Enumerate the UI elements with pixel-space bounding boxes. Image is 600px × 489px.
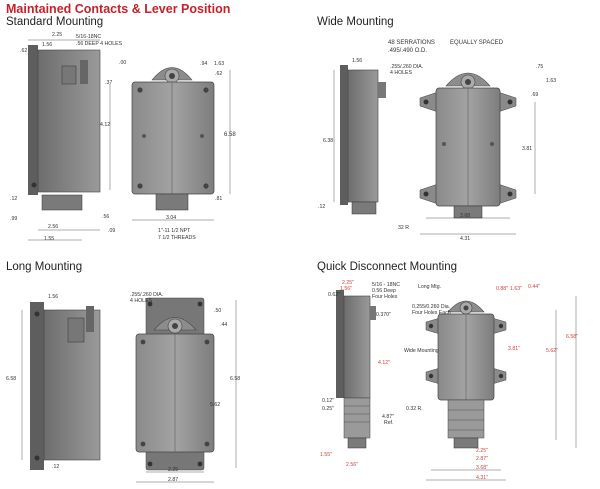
dim-long-5-62: 5.62 [210,402,220,408]
dim-std-81: .81 [215,196,222,202]
section-title-standard: Standard Mounting [6,16,104,28]
wide-annotations: 48 SERRATIONS .495/.490 O.D. EQUALLY SPA… [318,40,556,242]
note-wide-serrations: 48 SERRATIONS [388,40,435,46]
note-quick-wide: Wide Mounting [404,348,439,354]
dim-quick-3-68: 3.68" [476,465,488,471]
note-quick-ref: Ref. [384,420,394,426]
dim-std-6-58: 6.58 [224,132,236,138]
dim-long-6-58b: 6.58 [230,376,240,382]
dim-wide-69: .69 [531,92,538,98]
dim-quick-2-25b: 2.25" [476,448,488,454]
note-quick-long: Long Mtg. [418,284,441,290]
dim-std-62: .62 [20,48,27,54]
note-std-thread: 5/16-18NC [76,34,101,40]
dim-long-1-56: 1.56 [48,294,58,300]
dim-std-12: .12 [10,196,17,202]
note-wide-holes: 4 HOLES [390,70,412,76]
dim-std-1-56: 1.56 [42,42,52,48]
dim-long-2-87: 2.87 [168,477,178,483]
dim-quick-6-58: 6.58" [566,334,578,340]
dim-quick-2-56: 2.56" [346,462,358,468]
note-quick-holes: Four Holes [372,294,398,300]
dim-std-37: .37 [105,80,112,86]
long-front-view [135,297,215,471]
dim-wide-12: .12 [318,204,325,210]
quick-side-view [336,290,376,449]
standard-front-view [131,67,215,211]
dim-long-44: .44 [220,322,227,328]
dim-quick-5-62: 5.62" [546,348,558,354]
dim-wide-4-31: 4.31 [460,236,470,242]
dim-wide-1-63: 1.63 [546,78,556,84]
dim-std-4-12: 4.12 [100,122,110,128]
dim-quick-1-56: 1.56" [340,286,352,292]
long-annotations: .255/.260 DIA. 4 HOLES 1.56 6.58 6.58 .5… [6,292,240,483]
dim-std-09: .09 [108,228,115,234]
dim-std-56: .56 [102,214,109,220]
dim-long-50: .50 [214,308,221,314]
dim-quick-4-87: 4.87" [382,414,394,420]
dim-std-1-55: 1.55 [44,236,54,242]
long-side-view [30,302,101,470]
dim-wide-6-38: 6.38 [323,138,333,144]
section-title-quick: Quick Disconnect Mounting [317,261,457,273]
dim-std-94: .94 [200,61,207,67]
dim-quick-2-87: 2.87" [476,456,488,462]
dim-quick-25: 0.25" [322,406,334,412]
note-quick-32r: 0.32 R. [406,406,423,412]
note-std-threads: 7 1/2 THREADS [158,235,196,241]
dim-quick-4-12: 4.12" [378,360,390,366]
dim-wide-75: .75 [536,64,543,70]
dim-quick-88: 0.88" [496,286,508,292]
dim-std-2-25: 2.25 [52,32,62,38]
dim-std-2-56: 2.56 [48,224,58,230]
note-long-holes: 4 HOLES [130,298,152,304]
dim-long-12: .12 [52,464,59,470]
dim-quick-370: 0.370" [376,312,391,318]
note-std-npt: 1"-11 1/2 NPT [158,228,191,234]
dim-quick-44: 0.44" [528,284,540,290]
dim-wide-3-81: 3.81 [522,146,532,152]
dim-std-99: .99 [10,216,17,222]
dim-quick-1-63: 1.63" [510,286,522,292]
dim-quick-3-81: 3.81" [508,346,520,352]
note-quick-thread: 5/16 - 18NC [372,282,400,288]
section-title-wide: Wide Mounting [317,16,394,28]
note-std-deep: .56 DEEP 4 HOLES [76,41,123,47]
wide-front-view [419,72,517,219]
dim-quick-2-25: 2.25" [342,280,354,286]
dim-quick-1-55: 1.55" [320,452,332,458]
dim-std-62b: .62 [215,71,222,77]
standard-dimensions: 2.25 1.56 .62 5/16-18NC .56 DEEP 4 HOLES… [10,32,236,242]
dim-long-2-25: 2.25 [168,467,178,473]
dim-quick-62: 0.62" [328,292,340,298]
dim-wide-3-68: 3.68 [460,213,470,219]
dim-quick-12: 0.12" [322,398,334,404]
dim-quick-4-31: 4.31" [476,475,488,481]
note-wide-32r: 32 R [398,225,409,231]
page-title: Maintained Contacts & Lever Position [6,2,231,16]
note-wide-dia: .255/.260 DIA. [390,64,423,70]
section-title-long: Long Mounting [6,261,83,273]
quick-front-view [425,300,507,449]
note-wide-spaced: EQUALLY SPACED [450,40,504,46]
dim-std-1-63: 1.63 [214,61,224,67]
dim-std-00: .00 [119,60,126,66]
note-quick-dia: 0.255/0.260 Dia. [412,304,450,310]
note-quick-deep: 0.56 Deep [372,288,396,294]
quick-annotations: 5/16 - 18NC 0.56 Deep Four Holes Long Mt… [320,280,578,481]
wide-side-view [340,65,386,215]
standard-side-view [28,45,101,211]
note-wide-od: .495/.490 O.D. [388,48,427,54]
note-long-dia: .255/.260 DIA. [130,292,163,298]
dim-wide-1-56: 1.56 [352,58,362,64]
dim-long-6-58a: 6.58 [6,376,16,382]
dim-std-3-04: 3.04 [166,215,176,221]
note-quick-each: Four Holes Each [412,310,451,316]
